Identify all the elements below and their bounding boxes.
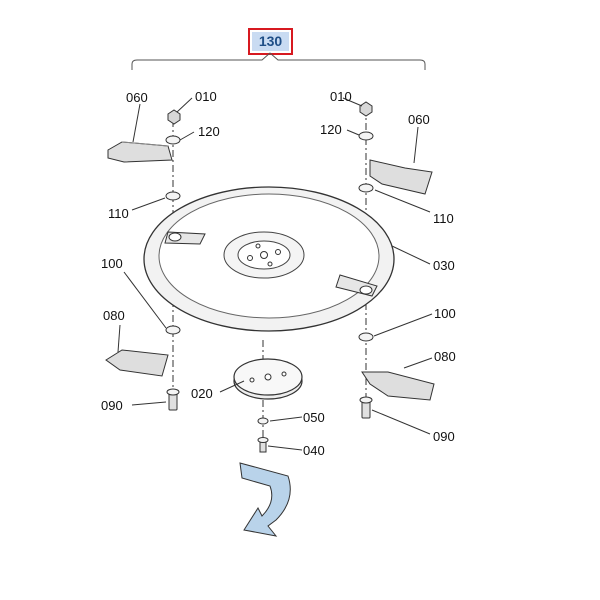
hardware-right (358, 101, 374, 419)
hardware-left (165, 109, 181, 411)
label-nut-right: 010 (330, 89, 352, 104)
rotation-direction-arrow-icon (239, 462, 291, 537)
label-washer-left: 110 (108, 206, 129, 221)
label-center-bolt: 040 (303, 443, 325, 458)
label-nut-left: 010 (195, 89, 217, 104)
upper-left-blade (107, 141, 173, 163)
lower-right-blade (361, 371, 435, 401)
label-washer-top-right: 120 (320, 122, 342, 137)
upper-right-blade (369, 159, 433, 195)
label-hub: 020 (191, 386, 213, 401)
label-bolt-right: 090 (433, 429, 455, 444)
disc-blade-mount-left (164, 231, 206, 245)
label-blade-right: 060 (408, 112, 430, 127)
label-center-washer: 050 (303, 410, 325, 425)
cutter-disc (143, 186, 395, 332)
label-washer-top-left: 120 (198, 124, 220, 139)
lower-left-blade (105, 349, 169, 377)
label-spacer-left: 100 (101, 256, 123, 271)
label-bolt-left: 090 (101, 398, 123, 413)
disc-blade-mount-right (335, 274, 378, 297)
assembly-bracket (131, 52, 426, 70)
label-lower-blade-right: 080 (434, 349, 456, 364)
label-blade-left: 060 (126, 90, 148, 105)
label-lower-blade-left: 080 (103, 308, 125, 323)
center-hardware (257, 417, 269, 453)
hub (233, 358, 303, 400)
leader-lines (117, 97, 433, 451)
label-washer-right: 110 (433, 211, 454, 226)
label-disc: 030 (433, 258, 455, 273)
label-spacer-right: 100 (434, 306, 456, 321)
assembly-label: 130 (252, 32, 289, 51)
